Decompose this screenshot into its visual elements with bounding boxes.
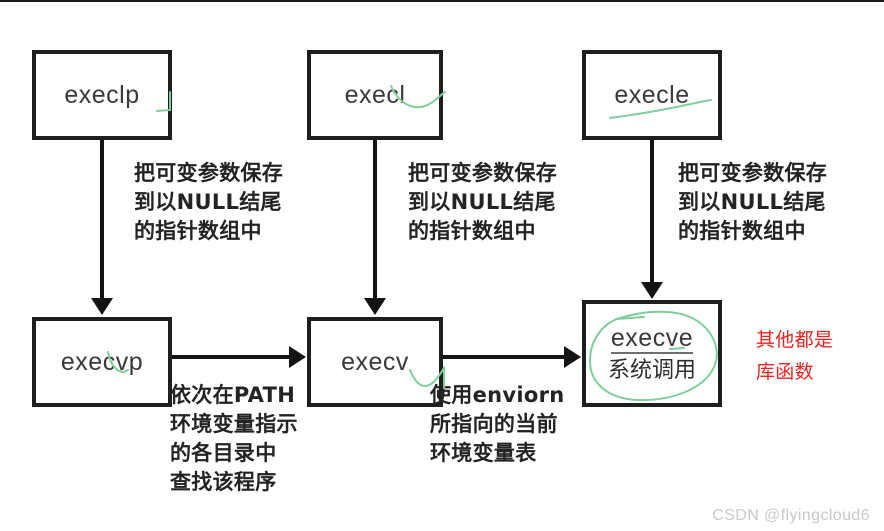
annotation-col2-varargs: 把可变参数保存 到以NULL结尾 的指针数组中 (408, 161, 558, 243)
arrowhead-execl-to-execv (364, 298, 386, 315)
annotation-col3-varargs: 把可变参数保存 到以NULL结尾 的指针数组中 (678, 161, 828, 243)
arrowhead-execv-to-execve (564, 346, 581, 368)
node-execlp-label: execlp (64, 80, 140, 109)
arrowhead-execle-to-execve (641, 282, 663, 299)
node-execvp-label: execvp (60, 347, 144, 376)
node-execv[interactable]: execv (307, 317, 443, 407)
connector-execv-to-execve (443, 355, 564, 359)
arrowhead-execlp-to-execvp (91, 298, 113, 315)
connector-execvp-to-execv (172, 355, 289, 359)
node-execve-sublabel: 系统调用 (607, 356, 696, 382)
annotation-environ-note: 使用enviorn 所指向的当前 环境变量表 (430, 383, 565, 465)
node-execle-label: execle (614, 80, 690, 109)
annotation-path-lookup: 依次在PATH 环境变量指示 的各目录中 查找该程序 (170, 383, 298, 494)
node-execl-label: execl (344, 80, 406, 109)
arrowhead-execvp-to-execv (289, 346, 306, 368)
annotation-col1-varargs: 把可变参数保存 到以NULL结尾 的指针数组中 (134, 161, 284, 243)
connector-execlp-to-execvp (100, 140, 104, 300)
annotation-library-note: 其他都是 库函数 (756, 329, 834, 383)
connector-execl-to-execv (373, 140, 377, 300)
node-execve-label: execve (610, 324, 694, 354)
connector-execle-to-execve (650, 140, 654, 283)
node-execle[interactable]: execle (582, 50, 722, 140)
csdn-watermark: CSDN @flyingcloud6 (712, 507, 870, 524)
node-execl[interactable]: execl (307, 50, 443, 140)
node-execlp[interactable]: execlp (32, 50, 172, 140)
node-execvp[interactable]: execvp (32, 317, 172, 407)
node-execv-label: execv (341, 347, 409, 376)
